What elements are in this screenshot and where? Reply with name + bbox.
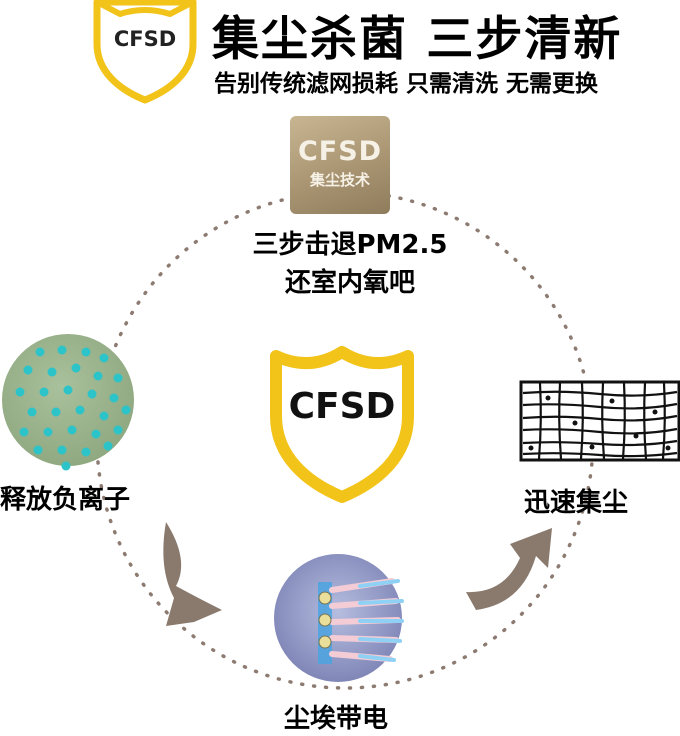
header-shield-icon [93, 0, 197, 104]
ion-dot [121, 405, 131, 415]
ion-dot [91, 429, 101, 439]
ion-dot [57, 445, 67, 455]
badge-title: CFSD [297, 136, 383, 167]
center-logo-label: CFSD [288, 386, 396, 427]
header-logo-label: CFSD [113, 27, 177, 51]
ion-dot [71, 363, 81, 373]
ion-dot [61, 461, 71, 471]
caption-bottom: 尘埃带电 [284, 704, 389, 734]
ion-dot [19, 427, 29, 437]
page-title: 集尘杀菌 三步清新 [212, 12, 623, 67]
ion-dot [87, 389, 97, 399]
ion-dot [47, 367, 57, 377]
ion-dot [39, 387, 49, 397]
caption-top-line1: 三步击退PM2.5 [252, 230, 448, 260]
bottom-to-right-arrow [466, 528, 552, 610]
dust-charging-icon [274, 554, 404, 682]
ion-dot [93, 371, 103, 381]
ion-dot [75, 405, 85, 415]
ion-dot [33, 445, 43, 455]
dust-collector-grid-icon [519, 380, 680, 462]
cfsd-tech-badge: CFSD 集尘技术 [290, 116, 390, 214]
ion-dot [81, 447, 91, 457]
left-to-bottom-arrow [163, 522, 222, 626]
caption-top: 三步击退PM2.5 还室内氧吧 [230, 226, 470, 302]
negative-ion-icon [2, 334, 134, 466]
ion-dot [63, 385, 73, 395]
ion-dot [113, 373, 123, 383]
ion-dot [51, 407, 61, 417]
ion-dot [81, 347, 91, 357]
ion-dot [57, 345, 67, 355]
ion-dot [35, 347, 45, 357]
ion-dot [99, 353, 109, 363]
ion-dot [23, 365, 33, 375]
ion-dot [43, 427, 53, 437]
ion-dot [113, 425, 123, 435]
ion-dot [99, 411, 109, 421]
ion-dot [27, 407, 37, 417]
caption-right: 迅速集尘 [524, 488, 629, 518]
center-shield-icon [270, 346, 414, 503]
page-subtitle: 告别传统滤网损耗 只需清洗 无需更换 [214, 71, 599, 97]
badge-subtitle: 集尘技术 [309, 171, 370, 189]
caption-top-line2: 还室内氧吧 [284, 268, 415, 298]
ion-dot [109, 393, 119, 403]
caption-left: 释放负离子 [0, 485, 131, 515]
ion-dot [67, 425, 77, 435]
ion-dots [15, 345, 131, 471]
ion-dot [103, 441, 113, 451]
ion-dot [15, 387, 25, 397]
